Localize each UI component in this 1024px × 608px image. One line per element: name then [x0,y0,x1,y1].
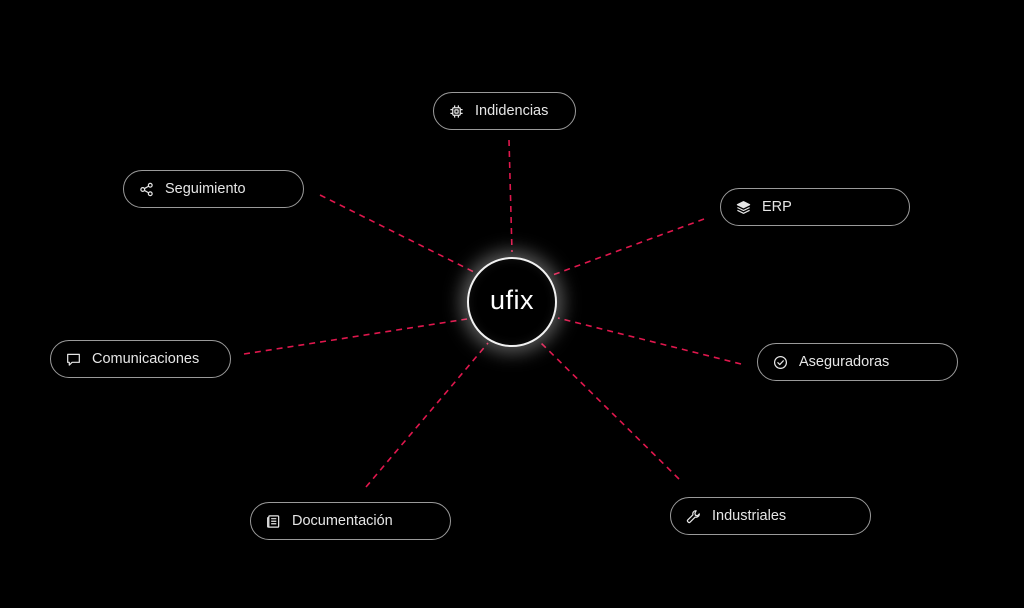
share-icon [138,181,154,197]
node-label: ERP [762,199,792,215]
node-label: Comunicaciones [92,351,200,367]
node-label: Industriales [712,508,787,524]
node-label: Documentación [292,513,393,529]
node-incidencias[interactable]: Indidencias [433,92,576,130]
wrench-icon [685,508,701,524]
connector-industriales [538,340,680,480]
node-comunicaciones[interactable]: Comunicaciones [50,340,231,378]
node-aseguradoras[interactable]: Aseguradoras [757,343,958,381]
document-icon [265,513,281,529]
hub-label: ufix [489,284,535,315]
node-label: Indidencias [475,103,549,119]
node-label: Aseguradoras [799,354,890,370]
connector-documentacion [365,342,489,488]
node-documentacion[interactable]: Documentación [250,502,451,540]
ufix-hub[interactable]: ufix [467,257,557,347]
chip-icon [448,103,464,119]
node-industriales[interactable]: Industriales [670,497,871,535]
node-seguimiento[interactable]: Seguimiento [123,170,304,208]
node-erp[interactable]: ERP [720,188,910,226]
layers-icon [735,199,751,215]
connector-incidencias [508,139,513,253]
connector-comunicaciones [243,318,468,355]
chat-icon [65,351,81,367]
check-circle-icon [772,354,788,370]
connector-erp [549,218,705,277]
connector-aseguradoras [557,317,742,365]
node-label: Seguimiento [165,181,246,197]
connector-seguimiento [319,194,475,273]
